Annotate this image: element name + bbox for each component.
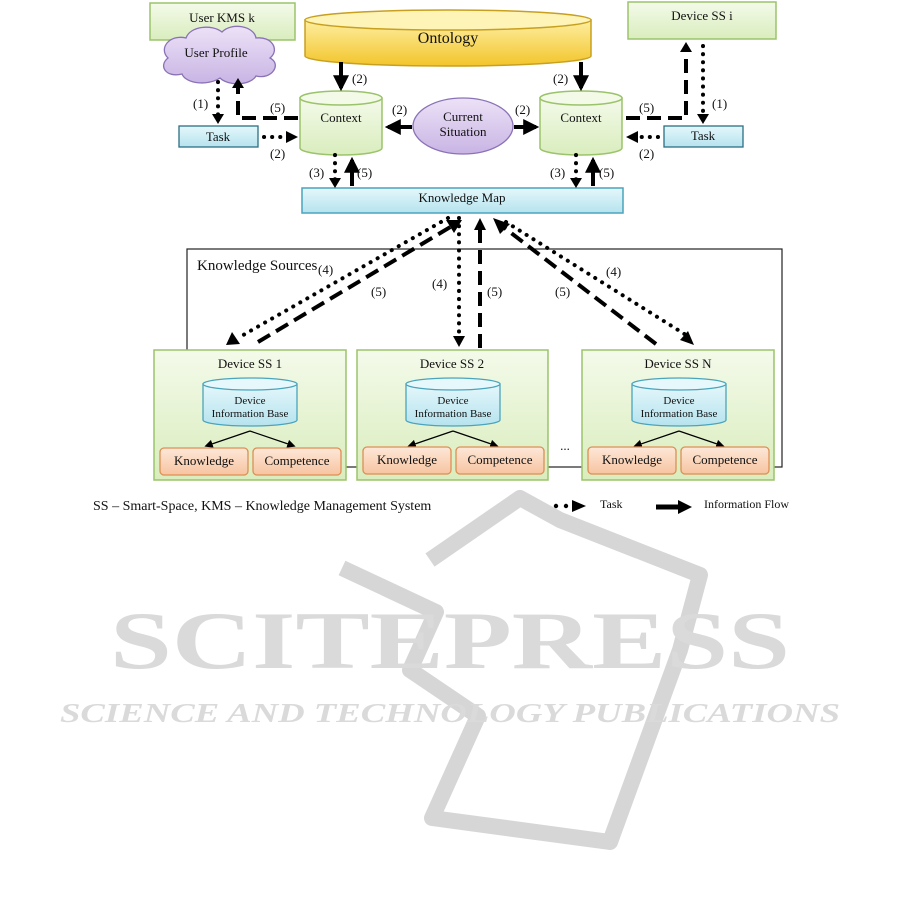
step-label-5-right-top: (5) [639,100,654,115]
device-ss-2-knowledge-box [362,446,452,475]
knowledge-map-label: Knowledge Map [418,190,505,205]
step-label-3-left: (3) [309,165,324,180]
step-label-2-ontology-left: (2) [352,71,367,86]
device-ss-2-knowledge-label: Knowledge [377,452,437,467]
task-left-box [178,125,259,148]
step-label-2-ontology-right: (2) [553,71,568,86]
device-ss-1-competence-box [252,447,342,476]
device-ss-1-title: Device SS 1 [218,356,282,371]
device-ss-n-panel: Device SS N Device Information Base Know… [581,349,775,481]
device-ss-n-db-label-2: Information Base [641,408,718,420]
legend-abbreviations: SS – Smart-Space, KMS – Knowledge Manage… [93,499,431,514]
user-profile-label: User Profile [184,45,247,60]
device-ss-n-knowledge-box [587,446,677,475]
device-ss-n-competence-label: Competence [693,452,758,467]
info-flow-context-device-ss-i [626,48,688,120]
info-flow-device-n-kmap [500,224,658,346]
step-label-5-left-top: (5) [270,100,285,115]
watermark-subtitle: SCIENCE AND TECHNOLOGY PUBLICATIONS [60,698,840,728]
watermark-logo-shape [338,490,708,850]
device-ss-2-db-label-2: Information Base [415,408,492,420]
device-ss-n-db-label-1: Device [663,395,694,407]
task-right-label: Task [691,128,716,143]
device-ss-1-knowledge-label: Knowledge [174,453,234,468]
knowledge-map-box [301,187,624,214]
context-right-label: Context [560,110,602,125]
user-profile-cloud [163,25,276,85]
legend-task-symbol [553,500,586,512]
device-ss-2-db-label-1: Device [437,395,468,407]
step-labels: (1) (5) (2) (2) (2) (2) (2) (5) (1) (2) … [193,71,727,299]
device-ss-2-title: Device SS 2 [420,356,484,371]
legend-information-flow-label: Information Flow [704,497,789,511]
device-ss-2-panel: Device SS 2 Device Information Base Know… [356,349,549,481]
device-ss-1-competence-label: Competence [265,453,330,468]
step-label-4-device-2: (4) [432,276,447,291]
step-label-1-right: (1) [712,96,727,111]
step-label-4-device-1: (4) [318,262,333,277]
info-flow-context-user-profile [236,84,298,120]
device-ss-n-competence-box [680,446,770,475]
step-label-3-right: (3) [550,165,565,180]
watermark-title: SCITEPRESS [110,595,790,686]
device-ss-n-knowledge-label: Knowledge [602,452,662,467]
more-devices-ellipsis: ... [560,438,570,453]
knowledge-sources-label: Knowledge Sources [197,258,318,274]
step-label-5-device-2: (5) [487,284,502,299]
legend-information-flow-symbol [656,500,692,514]
device-ss-1-db [202,383,298,427]
user-kms-label: User KMS k [189,10,255,25]
step-label-5-device-1: (5) [371,284,386,299]
step-label-2-situation-left: (2) [392,102,407,117]
device-ss-1-db-label-1: Device [234,395,265,407]
device-ss-2-competence-box [455,446,545,475]
watermark: SCITEPRESS SCIENCE AND TECHNOLOGY PUBLIC… [60,490,840,850]
task-left-label: Task [206,129,231,144]
step-label-4-device-n: (4) [606,264,621,279]
device-ss-1-db-label-2: Information Base [212,408,289,420]
info-flow-device-1-kmap [256,224,454,344]
current-situation-label-2: Situation [440,124,487,139]
step-label-2-task-right: (2) [639,146,654,161]
task-right-box [663,125,744,148]
device-ss-2-competence-label: Competence [468,452,533,467]
legend-task-label: Task [600,497,623,511]
step-label-2-situation-right: (2) [515,102,530,117]
step-label-5-left-bottom: (5) [357,165,372,180]
task-flow-kmap-device-n [504,220,688,337]
task-flow-kmap-device-1 [236,216,450,340]
current-situation-ellipse [412,97,514,155]
step-label-5-right-bottom: (5) [599,165,614,180]
device-ss-i-box [627,1,777,40]
arrows [212,42,709,348]
context-left-cylinder [299,90,383,156]
context-left-label: Context [320,110,362,125]
device-ss-n-db [631,383,727,427]
device-ss-1-panel: Device SS 1 Device Information Base Know… [153,349,347,481]
step-label-5-device-n: (5) [555,284,570,299]
current-situation-label-1: Current [443,109,483,124]
step-label-2-task-left: (2) [270,146,285,161]
device-ss-1-knowledge-box [159,447,249,476]
device-ss-n-title: Device SS N [644,356,712,371]
device-ss-i-label: Device SS i [671,8,733,23]
device-ss-2-db [405,383,501,427]
ontology-cylinder [304,9,592,67]
ontology-label: Ontology [418,30,478,47]
step-label-1-left: (1) [193,96,208,111]
